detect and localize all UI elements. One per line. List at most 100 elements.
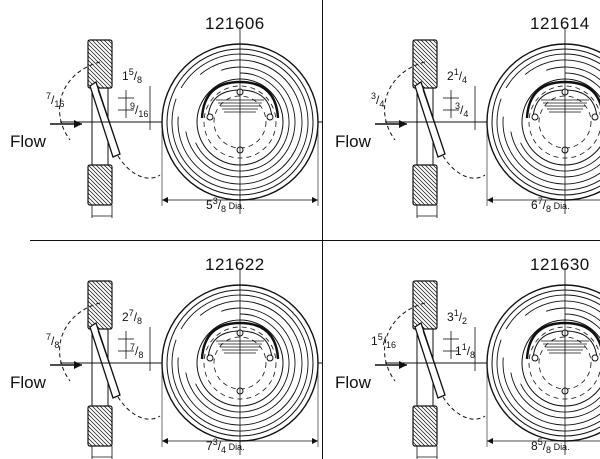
dimension-numerator: 3 [212, 437, 218, 447]
dimension-numerator: 5 [537, 437, 543, 447]
dimension-suffix: Dia. [226, 201, 245, 211]
body-upper-hatch [412, 39, 438, 89]
valve-drawing [50, 268, 322, 459]
bolt-hole [591, 354, 599, 362]
angle-dimension: 7/16 [46, 91, 65, 109]
horizontal-divider [30, 240, 600, 241]
dimension-numerator: 3 [371, 91, 377, 101]
dimension-denominator: 4 [462, 75, 468, 85]
dimension-whole: 7 [206, 439, 213, 453]
angle-dimension: 7/8 [46, 332, 60, 350]
dimension-denominator: 8 [137, 316, 143, 326]
diameter-dimension: 53/8 Dia. [206, 196, 245, 214]
valve-drawing [50, 27, 322, 218]
bolt-hole [206, 113, 214, 121]
body-upper-hatch [87, 280, 113, 330]
valve-side-section [375, 280, 600, 459]
bolt-hole [531, 354, 539, 362]
model-number: 121606 [205, 14, 265, 33]
diameter-dimension: 85/8 Dia. [531, 437, 570, 455]
dimension-denominator: 4 [379, 99, 385, 109]
bolt-hole [591, 113, 599, 121]
model-number: 121622 [205, 255, 265, 274]
mid-offset-dimension: 9/16 [130, 101, 149, 119]
bolt-hole [206, 354, 214, 362]
dimension-denominator: 16 [138, 109, 149, 119]
mid-offset-dimension: 11/8 [455, 342, 476, 360]
dimension-numerator: 9 [130, 101, 136, 111]
dimension-numerator: 1 [453, 308, 459, 318]
model-number: 121630 [530, 255, 590, 274]
valve-side-section [50, 280, 322, 459]
vertical-divider [322, 0, 323, 459]
bolt-hole [266, 113, 274, 121]
valve-front-view [161, 268, 319, 455]
flow-label: Flow [335, 132, 371, 151]
angle-dimension: 15/16 [371, 332, 397, 350]
dimension-denominator: 8 [137, 75, 143, 85]
body-lower-hatch [412, 405, 438, 447]
bolt-hole [266, 354, 274, 362]
dimension-numerator: 1 [453, 67, 459, 77]
flow-label: Flow [335, 373, 371, 392]
dimension-numerator: 7 [46, 91, 52, 101]
dimension-whole: 6 [531, 198, 538, 212]
dimension-whole: 1 [122, 69, 129, 83]
top-offset-dimension: 31/2 [447, 308, 468, 326]
dimension-whole: 2 [447, 69, 454, 83]
dimension-whole: 1 [455, 344, 462, 358]
dimension-numerator: 1 [461, 342, 467, 352]
dimension-denominator: 8 [138, 350, 144, 360]
dimension-numerator: 5 [377, 332, 383, 342]
dimension-denominator: 2 [462, 316, 468, 326]
dimension-denominator: 8 [470, 350, 476, 360]
top-offset-dimension: 27/8 [122, 308, 143, 326]
body-lower-hatch [87, 164, 113, 206]
model-number: 121614 [530, 14, 590, 33]
body-lower-hatch [412, 164, 438, 206]
mid-offset-dimension: 3/4 [455, 101, 469, 119]
valve-front-view [486, 27, 600, 214]
dimension-whole: 8 [531, 439, 538, 453]
valve-front-view [486, 268, 600, 455]
mid-offset-dimension: 7/8 [130, 342, 144, 360]
dimension-denominator: 8 [221, 204, 227, 214]
diameter-dimension: 73/4 Dia. [206, 437, 245, 455]
dimension-whole: 2 [122, 310, 129, 324]
angle-dimension: 3/4 [371, 91, 385, 109]
body-upper-hatch [87, 39, 113, 89]
top-offset-dimension: 21/4 [447, 67, 468, 85]
dimension-whole: 5 [206, 198, 213, 212]
flow-label: Flow [10, 132, 46, 151]
valve-drawing [375, 27, 600, 218]
dimension-numerator: 5 [128, 67, 134, 77]
bolt-hole [531, 113, 539, 121]
top-offset-dimension: 15/8 [122, 67, 143, 85]
valve-front-view [161, 27, 319, 214]
dimension-denominator: 16 [54, 99, 65, 109]
dimension-denominator: 8 [546, 204, 552, 214]
dimension-suffix: Dia. [226, 442, 245, 452]
dimension-denominator: 8 [546, 445, 552, 455]
dimension-denominator: 4 [221, 445, 227, 455]
body-lower-hatch [87, 405, 113, 447]
diameter-dimension: 67/8 Dia. [531, 196, 570, 214]
dimension-suffix: Dia. [551, 201, 570, 211]
dimension-denominator: 8 [54, 340, 60, 350]
dimension-numerator: 3 [212, 196, 218, 206]
dimension-numerator: 7 [128, 308, 134, 318]
dimension-numerator: 3 [455, 101, 461, 111]
flow-label: Flow [10, 373, 46, 392]
dimension-suffix: Dia. [551, 442, 570, 452]
dimension-numerator: 7 [130, 342, 136, 352]
dimension-denominator: 4 [463, 109, 469, 119]
dimension-whole: 3 [447, 310, 454, 324]
valve-side-section [375, 39, 600, 218]
dimension-denominator: 16 [386, 340, 397, 350]
dimension-whole: 1 [371, 334, 378, 348]
